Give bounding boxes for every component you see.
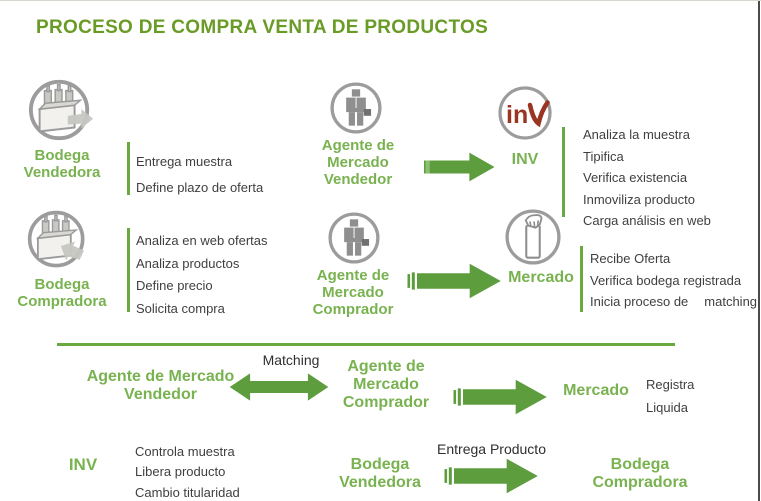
task-item: Verifica bodega registrada [590, 272, 742, 288]
matching-label: Matching [262, 352, 320, 368]
task-item: Analiza la muestra [583, 127, 690, 142]
arrow-right-icon [407, 262, 503, 300]
divider-line [127, 142, 130, 195]
crate-arrow-out-icon [27, 77, 95, 145]
task-item: Carga análisis en web [583, 213, 711, 228]
page-title: PROCESO DE COMPRA VENTA DE PRODUCTOS [36, 17, 489, 38]
inv-label: INV [68, 455, 98, 474]
matching-keyword: matching [704, 294, 758, 309]
task-item: Inicia proceso de matching [590, 291, 757, 313]
buyer-warehouse-label: Bodega Compradora [17, 276, 107, 310]
mercado-label: Mercado [563, 382, 629, 399]
buyer-tasks-list: Analiza en web ofertas Analiza productos… [136, 230, 268, 320]
task-item: Cambio titularidad [135, 484, 240, 500]
task-item: Controla muestra [135, 444, 235, 459]
arrow-right-icon [424, 151, 496, 183]
buyer-agent-label: Agente de Mercado Comprador [312, 267, 394, 318]
task-item: Define precio [136, 278, 213, 293]
person-icon [327, 211, 381, 265]
buyer-agent-label: Agente de Mercado Comprador [342, 358, 430, 411]
task-item: Entrega muestra [136, 154, 233, 169]
task-item: Analiza productos [136, 255, 240, 271]
seller-agent-label: Agente de Mercado Vendedor [321, 137, 395, 188]
task-text: Inicia proceso de [590, 294, 689, 309]
entrega-producto-label: Entrega Producto [437, 441, 546, 457]
arrow-right-icon [443, 457, 541, 495]
task-item: Solicita compra [136, 300, 225, 316]
seller-agent-label: Agente de Mercado Vendedor [86, 368, 235, 403]
buyer-warehouse-label: Bodega Compradora [592, 456, 688, 491]
person-icon [329, 81, 383, 135]
svg-text:in: in [506, 101, 528, 129]
task-item: Liquida [646, 400, 688, 415]
divider-line [127, 228, 130, 312]
arrow-double-icon [223, 370, 335, 404]
task-item: Define plazo de oferta [136, 180, 264, 195]
task-item: Libera producto [135, 464, 226, 480]
section-divider-line [57, 343, 675, 346]
inv-tasks-list: Controla muestra Libera producto Cambio … [135, 442, 240, 501]
divider-line [580, 246, 583, 312]
task-item: Recibe Oferta [590, 251, 671, 266]
seller-warehouse-label: Bodega Vendedora [339, 456, 421, 491]
right-edge-border [758, 1, 760, 501]
task-item: Registra [646, 377, 695, 392]
inv-tasks-list: Analiza la muestra Tipifica Verifica exi… [583, 124, 711, 232]
arrow-right-icon [452, 378, 550, 416]
task-item: Analiza en web ofertas [136, 233, 268, 248]
task-item: Verifica existencia [583, 170, 688, 185]
inv-logo-icon: in [497, 85, 553, 141]
seller-tasks-list: Entrega muestra Define plazo de oferta [136, 149, 263, 201]
hand-deposit-icon [504, 208, 562, 266]
task-item: Tipifica [583, 148, 624, 164]
mercado-tasks-list: Registra Liquida [646, 373, 694, 419]
seller-warehouse-label: Bodega Vendedora [23, 147, 101, 181]
crate-arrow-in-icon [26, 208, 90, 272]
task-item: Inmoviliza producto [583, 191, 695, 207]
mercado-tasks-list: Recibe Oferta Verifica bodega registrada… [590, 248, 757, 313]
divider-line [562, 127, 565, 217]
inv-label: INV [511, 151, 539, 168]
mercado-label: Mercado [508, 269, 574, 286]
